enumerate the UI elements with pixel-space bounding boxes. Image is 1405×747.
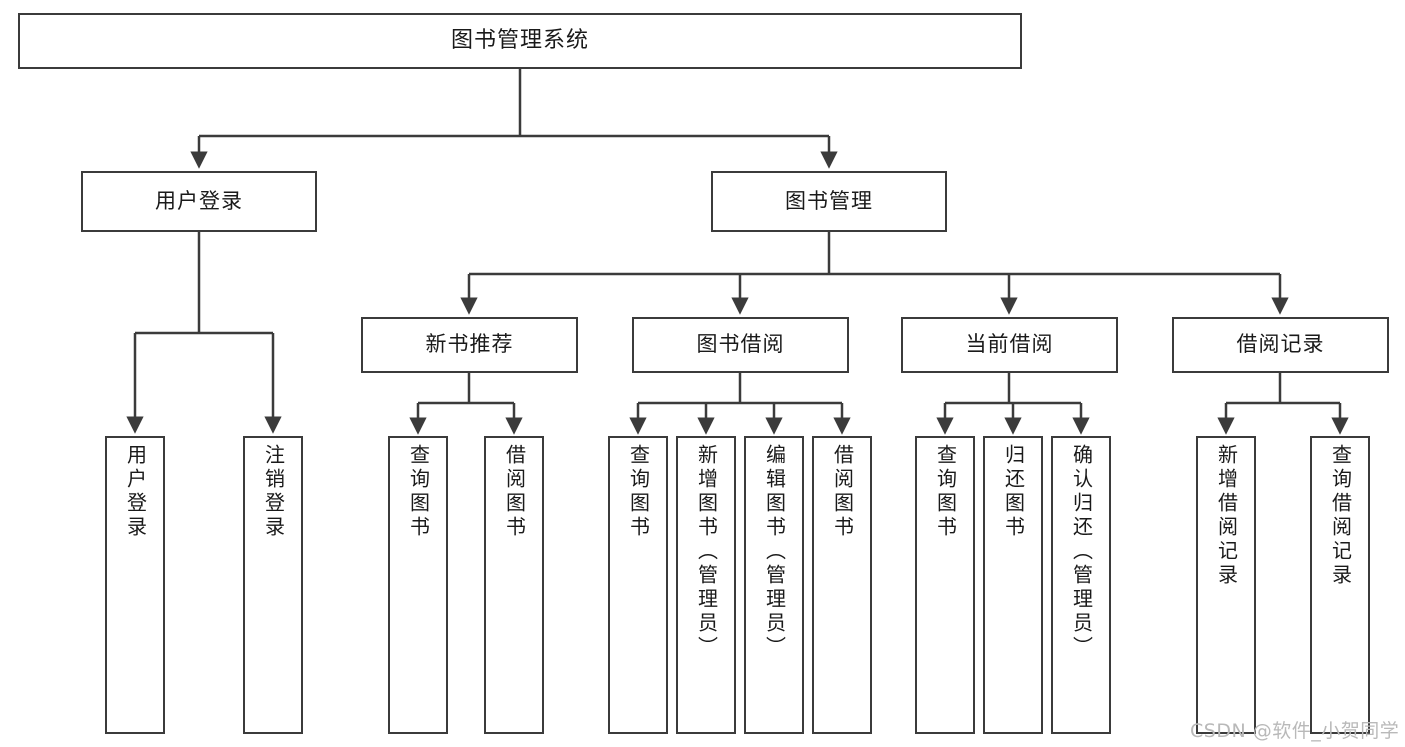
leaf-label: 用户登录 bbox=[123, 444, 148, 540]
node-book-borrow-label: 图书借阅 bbox=[696, 332, 785, 357]
node-leaf-add-record[interactable]: 新增借阅记录 bbox=[1196, 436, 1256, 734]
leaf-label: 归还图书 bbox=[1001, 444, 1026, 540]
node-new-book-rec[interactable]: 新书推荐 bbox=[361, 317, 578, 373]
node-book-manage-label: 图书管理 bbox=[785, 188, 873, 213]
node-leaf-borrow-book-2[interactable]: 借阅图书 bbox=[812, 436, 872, 734]
node-leaf-query-book-3[interactable]: 查询图书 bbox=[915, 436, 975, 734]
node-root[interactable]: 图书管理系统 bbox=[18, 13, 1022, 69]
node-user-login-label: 用户登录 bbox=[155, 188, 243, 213]
node-leaf-query-record[interactable]: 查询借阅记录 bbox=[1310, 436, 1370, 734]
node-leaf-add-book[interactable]: 新增图书（管理员） bbox=[676, 436, 736, 734]
leaf-label: 注销登录 bbox=[261, 444, 286, 540]
leaf-label: 查询图书 bbox=[933, 444, 958, 540]
node-leaf-user-login[interactable]: 用户登录 bbox=[105, 436, 165, 734]
csdn-watermark: CSDN @软件_小贺同学 bbox=[1190, 720, 1400, 742]
node-leaf-borrow-book-1[interactable]: 借阅图书 bbox=[484, 436, 544, 734]
node-book-borrow[interactable]: 图书借阅 bbox=[632, 317, 849, 373]
node-new-book-rec-label: 新书推荐 bbox=[425, 332, 514, 357]
node-leaf-edit-book[interactable]: 编辑图书（管理员） bbox=[744, 436, 804, 734]
leaf-label: 编辑图书（管理员） bbox=[762, 444, 787, 660]
node-leaf-query-book-2[interactable]: 查询图书 bbox=[608, 436, 668, 734]
leaf-label: 借阅图书 bbox=[502, 444, 527, 540]
node-leaf-confirm-return[interactable]: 确认归还（管理员） bbox=[1051, 436, 1111, 734]
node-leaf-return-book[interactable]: 归还图书 bbox=[983, 436, 1043, 734]
leaf-label: 查询图书 bbox=[626, 444, 651, 540]
node-borrow-record[interactable]: 借阅记录 bbox=[1172, 317, 1389, 373]
node-book-manage[interactable]: 图书管理 bbox=[711, 171, 947, 232]
node-root-label: 图书管理系统 bbox=[450, 27, 589, 53]
leaf-label: 查询借阅记录 bbox=[1328, 444, 1353, 588]
leaf-label: 借阅图书 bbox=[830, 444, 855, 540]
node-leaf-query-book-1[interactable]: 查询图书 bbox=[388, 436, 448, 734]
leaf-label: 确认归还（管理员） bbox=[1069, 444, 1094, 660]
node-user-login[interactable]: 用户登录 bbox=[81, 171, 317, 232]
node-borrow-record-label: 借阅记录 bbox=[1236, 332, 1325, 357]
leaf-label: 新增借阅记录 bbox=[1214, 444, 1239, 588]
node-leaf-user-logout[interactable]: 注销登录 bbox=[243, 436, 303, 734]
node-current-borrow-label: 当前借阅 bbox=[965, 332, 1054, 357]
leaf-label: 新增图书（管理员） bbox=[694, 444, 719, 660]
node-current-borrow[interactable]: 当前借阅 bbox=[901, 317, 1118, 373]
leaf-label: 查询图书 bbox=[406, 444, 431, 540]
